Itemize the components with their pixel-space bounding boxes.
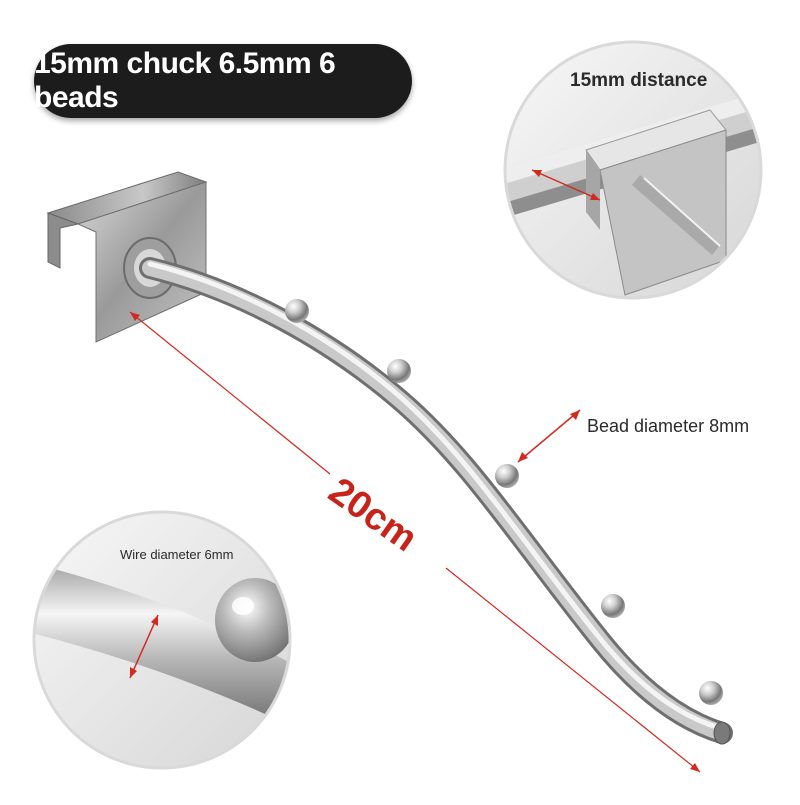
bead <box>699 681 723 705</box>
zoom-wire-detail <box>32 510 292 770</box>
spec-badge-text: 15mm chuck 6.5mm 6 beads <box>34 47 336 114</box>
length-measure <box>129 311 701 773</box>
hook-wire <box>139 257 733 745</box>
bead-diameter-label: Bead diameter 8mm <box>587 416 750 436</box>
bead <box>285 299 309 323</box>
bead <box>387 359 411 383</box>
spec-badge: 15mm chuck 6.5mm 6 beads <box>34 44 412 118</box>
bead <box>495 464 519 488</box>
zoom-chuck-detail <box>503 40 763 300</box>
wire-diameter-label: Wire diameter 6mm <box>120 547 234 562</box>
beads <box>285 299 723 705</box>
distance-label: 15mm distance <box>570 70 708 91</box>
bead-measure <box>517 409 581 463</box>
chuck-bracket <box>46 171 208 343</box>
bead <box>601 594 625 618</box>
